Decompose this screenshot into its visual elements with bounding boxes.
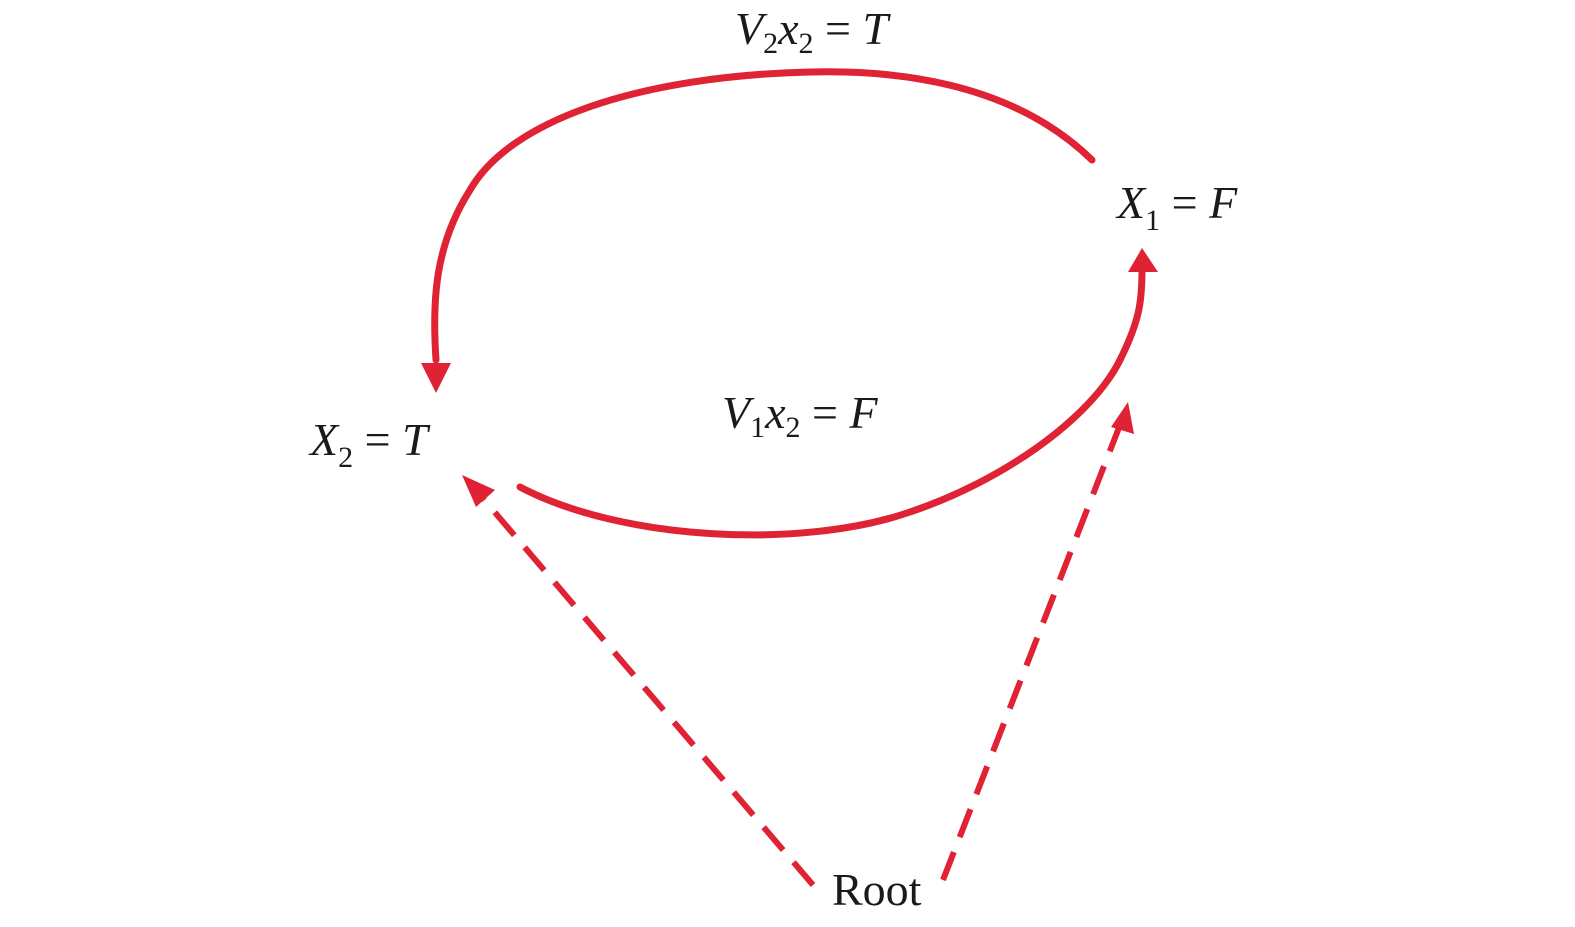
edge-bottom-label-x-sub: 2 xyxy=(786,411,801,444)
node-x2: X2 = T xyxy=(308,414,431,474)
edge-top-label-val: T xyxy=(862,3,891,54)
edge-top-label-v: V xyxy=(735,3,768,54)
edge-top-label: V2x2 = T xyxy=(735,3,891,60)
node-x2-eq: = xyxy=(353,414,402,465)
edge-root-to-x1 xyxy=(940,423,1123,882)
edge-top-arc xyxy=(431,68,1096,364)
edge-top-label-x-sub: 2 xyxy=(799,27,814,60)
edge-top-arrowhead xyxy=(421,363,451,393)
node-x2-sub: 2 xyxy=(338,441,353,474)
node-x2-val: T xyxy=(402,414,431,465)
edge-root-to-x1-arrowhead xyxy=(1111,402,1134,434)
node-x1-eq: = xyxy=(1160,177,1209,228)
node-x1-sub: 1 xyxy=(1145,204,1160,237)
edge-top-label-x: x xyxy=(777,3,799,54)
edge-bottom-label-v-sub: 1 xyxy=(750,411,765,444)
edge-bottom-label-v: V xyxy=(722,387,755,438)
node-root: Root xyxy=(832,864,922,915)
edge-root-to-x2-arrowhead xyxy=(462,475,495,507)
edge-top-label-eq: = xyxy=(814,3,863,54)
node-x1-var: X xyxy=(1115,177,1147,228)
edge-root-to-x2 xyxy=(477,493,816,887)
edge-bottom-label-x: x xyxy=(764,387,786,438)
edge-bottom-label-val: F xyxy=(848,387,878,438)
node-x1-val: F xyxy=(1208,177,1238,228)
edge-bottom-label-eq: = xyxy=(801,387,850,438)
node-x1: X1 = F xyxy=(1115,177,1238,237)
node-x2-var: X xyxy=(308,414,340,465)
edge-bottom-arrowhead xyxy=(1128,248,1158,272)
edge-top-label-v-sub: 2 xyxy=(763,27,778,60)
edge-bottom-label: V1x2 = F xyxy=(722,387,878,444)
edge-bottom-arc xyxy=(516,266,1146,539)
